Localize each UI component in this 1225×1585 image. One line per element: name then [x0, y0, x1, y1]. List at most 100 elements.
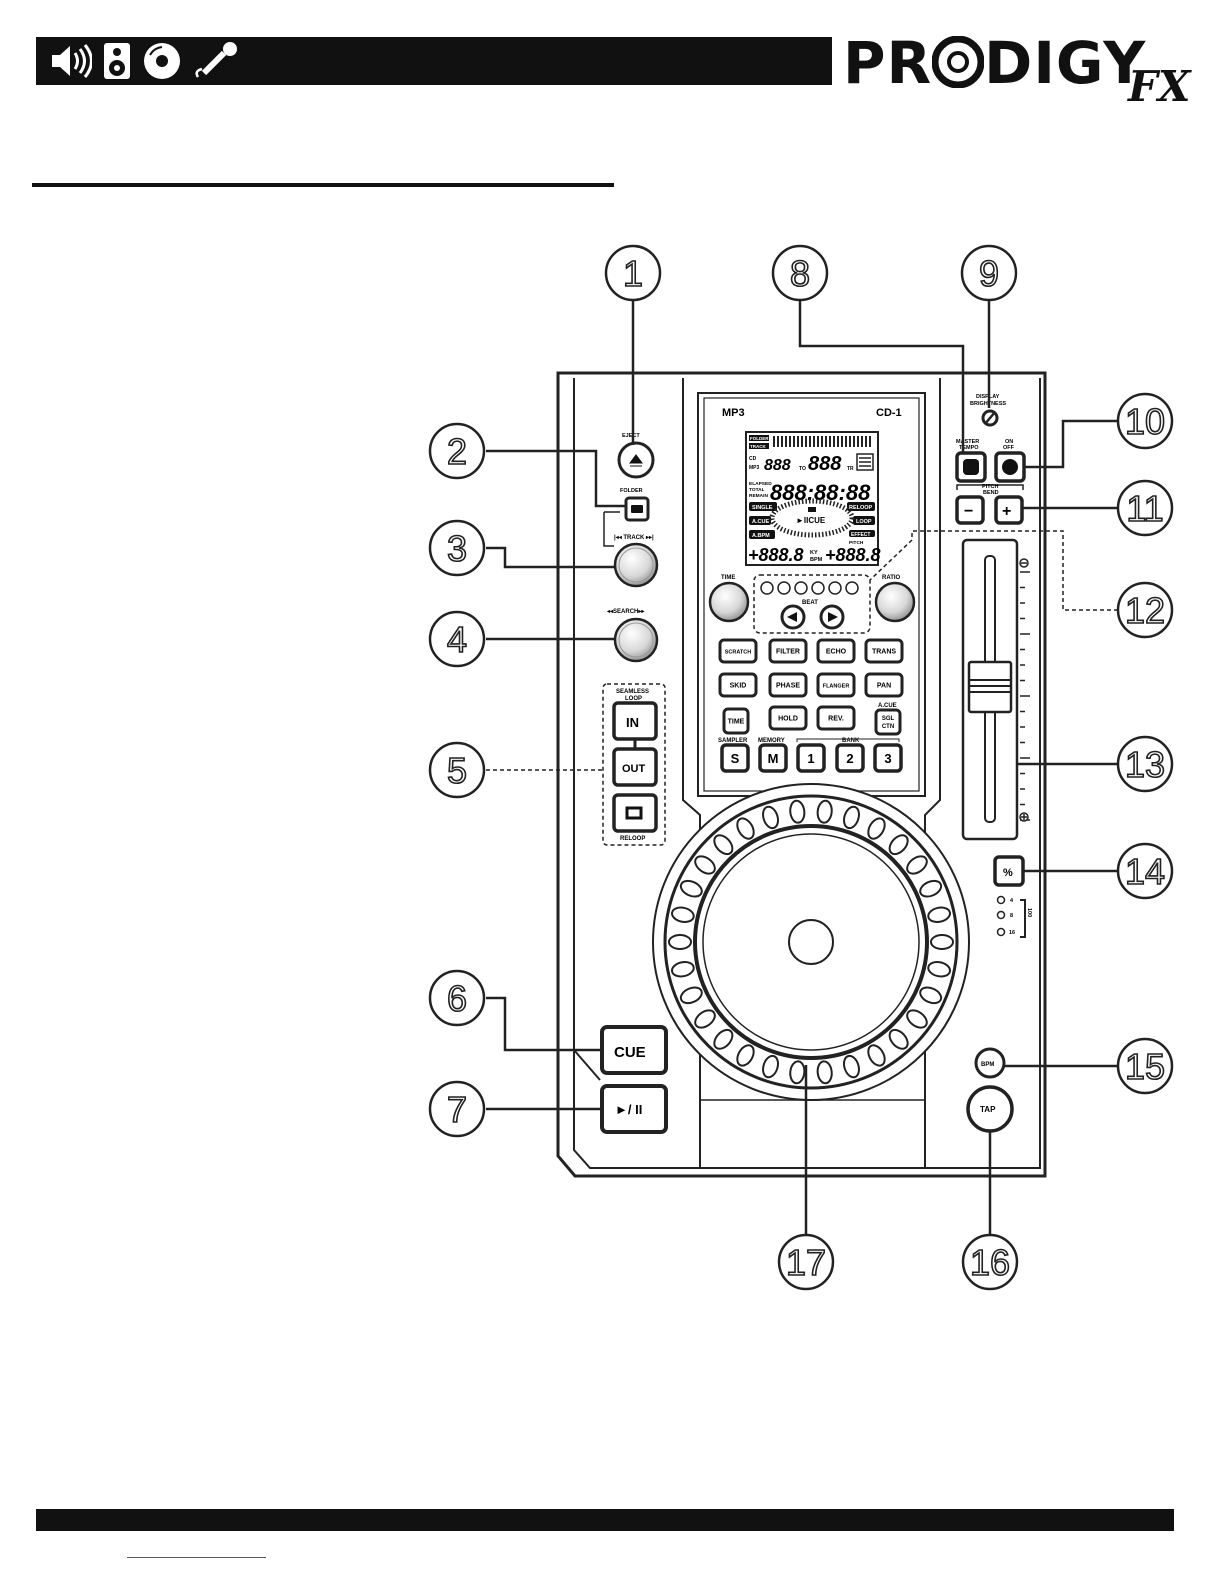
- effect-button-filter[interactable]: [768, 638, 808, 664]
- lcd-digits-folder: 888: [764, 457, 791, 474]
- tap-label: TAP: [980, 1105, 996, 1114]
- lcd-effect: EFFECT: [851, 532, 870, 538]
- ratio-knob-label: RATIO: [882, 575, 901, 581]
- ratio-knob[interactable]: [874, 581, 916, 623]
- jog-wheel[interactable]: [652, 783, 970, 1101]
- effect-button-flanger[interactable]: [816, 672, 856, 698]
- memory-label: MEMORY: [758, 738, 785, 744]
- beat-ratio-1[interactable]: [760, 581, 774, 595]
- lcd-disc-indicator: [856, 453, 874, 471]
- beat-ratio-5[interactable]: [828, 581, 842, 595]
- folder-label: FOLDER: [620, 488, 643, 494]
- search-knob[interactable]: [613, 617, 659, 663]
- seamless-loop-group: [602, 683, 666, 846]
- lcd-total: TOTAL: [749, 487, 765, 493]
- header-icons: [48, 40, 242, 82]
- effect-button-hold[interactable]: [768, 705, 808, 731]
- lcd-pitch-digits: +888.8: [825, 545, 881, 565]
- jog-ring-led: [906, 1009, 928, 1029]
- pitch-slider-handle[interactable]: [967, 660, 1013, 714]
- on-off-label-2: OFF: [1003, 445, 1015, 451]
- bank-button-2[interactable]: [835, 743, 865, 773]
- callout-circle: [1116, 581, 1174, 639]
- beat-ratio-6[interactable]: [845, 581, 859, 595]
- callout-circle: [960, 244, 1018, 302]
- bank-button-3[interactable]: [873, 743, 903, 773]
- callout-circle: [1116, 735, 1174, 793]
- lcd-track: TRACK: [750, 444, 766, 449]
- lcd-bpm-digits: +888.8: [748, 545, 804, 565]
- footer-link-underline[interactable]: [127, 1557, 266, 1558]
- time-knob[interactable]: [708, 581, 750, 623]
- effect-button-echo[interactable]: [816, 638, 856, 664]
- pitch-bend-minus-button[interactable]: [955, 495, 985, 525]
- range-16-led: [996, 927, 1006, 937]
- reloop-label: RELOOP: [620, 836, 645, 842]
- effect-button-trans[interactable]: [864, 638, 904, 664]
- bank-button-s[interactable]: [720, 743, 750, 773]
- lcd-single: SINGLE: [752, 505, 773, 511]
- bank-button-1[interactable]: [796, 743, 826, 773]
- effect-button-pan[interactable]: [864, 672, 904, 698]
- beat-group: [753, 574, 871, 634]
- jog-ring-led: [867, 817, 886, 840]
- callout-number: 5: [447, 750, 467, 791]
- effect-button-rev[interactable]: [816, 705, 856, 731]
- callout-number: 7: [447, 1089, 467, 1130]
- sgl-ctn-button[interactable]: [874, 708, 902, 736]
- pitch-bend-label-1: PITCH: [982, 484, 999, 490]
- effect-button-label: REV.: [828, 716, 844, 723]
- bank-button-m[interactable]: [758, 743, 788, 773]
- callout-number: 14: [1125, 851, 1165, 892]
- mp3-label: MP3: [722, 407, 745, 419]
- reloop-button[interactable]: [612, 793, 658, 833]
- dashed-leader-lines: [486, 530, 1118, 771]
- lcd-tr: TR: [847, 466, 854, 472]
- callout-circle: [771, 244, 829, 302]
- folder-icon: [631, 505, 643, 513]
- callout-number: 10: [1125, 401, 1165, 442]
- beat-left-icon: [787, 612, 797, 622]
- jog-ring-led: [843, 1054, 860, 1079]
- bank-button-label: 3: [884, 751, 891, 766]
- track-knob[interactable]: [613, 542, 659, 588]
- callout-number: 3: [447, 528, 467, 569]
- seamless-loop-label-1: SEAMLESS: [616, 689, 649, 695]
- callout-number: 1: [623, 253, 643, 294]
- effect-button-label: TRANS: [872, 649, 896, 656]
- search-label: ◂◂SEARCH▸▸: [606, 609, 645, 615]
- lcd-play-cue: ►IICUE: [796, 516, 826, 525]
- beat-ratio-2[interactable]: [777, 581, 791, 595]
- jog-ring-led: [789, 799, 806, 824]
- beat-ratio-buttons: [760, 581, 859, 595]
- bpm-button[interactable]: [974, 1047, 1006, 1079]
- jog-ring-led: [867, 1044, 886, 1067]
- lcd-bpm: BPM: [810, 557, 823, 563]
- jog-ring-led: [843, 805, 860, 830]
- jog-ring-led: [736, 817, 755, 840]
- effect-button-phase[interactable]: [768, 672, 808, 698]
- effect-button-scratch[interactable]: [718, 638, 758, 664]
- loop-out-button[interactable]: [612, 747, 658, 787]
- beat-ratio-3[interactable]: [794, 581, 808, 595]
- jog-ring-led: [888, 834, 909, 856]
- a-cue-label: A.CUE: [878, 703, 897, 709]
- effect-button-skid[interactable]: [718, 672, 758, 698]
- lcd-digits-track: 888: [808, 453, 842, 475]
- callout-number: 17: [786, 1242, 826, 1283]
- jog-ring-led: [816, 799, 833, 824]
- effect-button-time[interactable]: [722, 707, 750, 735]
- callout-number: 11: [1126, 488, 1163, 529]
- jog-ring-led: [789, 1060, 806, 1085]
- range-4-led: [996, 895, 1006, 905]
- beat-ratio-4[interactable]: [811, 581, 825, 595]
- callout-circle: [1116, 842, 1174, 900]
- callout-circle: [428, 1080, 486, 1138]
- pitch-bend-plus-button[interactable]: [994, 495, 1024, 525]
- lcd-level-meter: [773, 436, 871, 447]
- jog-ring-led: [919, 986, 943, 1005]
